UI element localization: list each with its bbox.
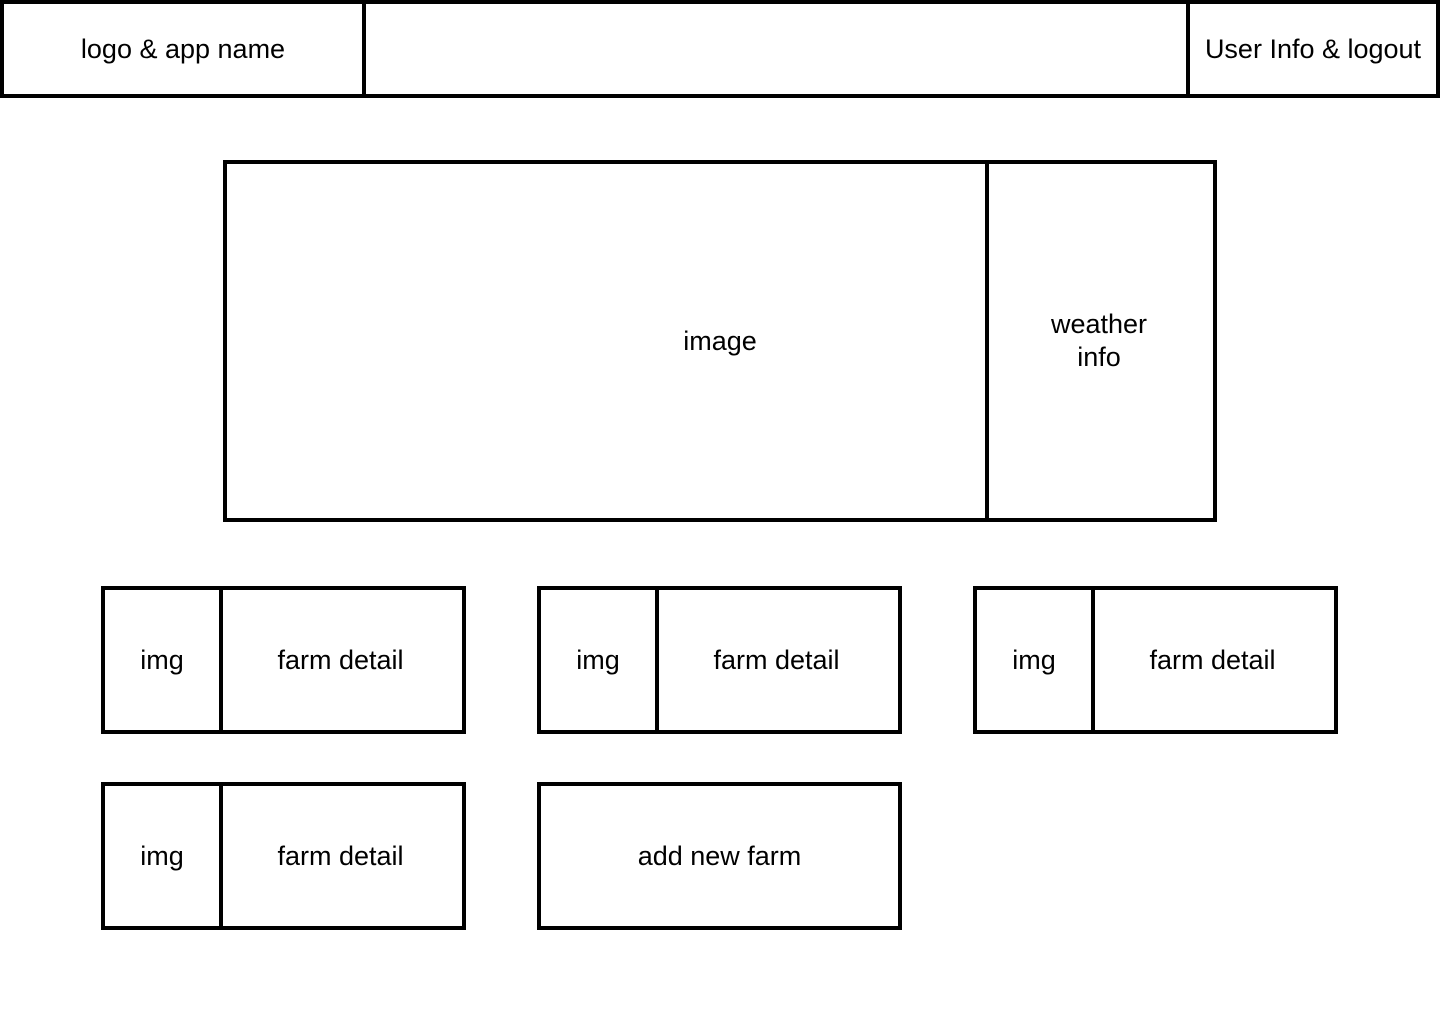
farm-card[interactable]: img farm detail (101, 782, 466, 930)
farm-card-detail: farm detail (219, 590, 462, 730)
farm-card-img: img (977, 590, 1095, 730)
header-center-area (362, 0, 1190, 98)
farm-card-img-label: img (140, 840, 184, 871)
farm-card-img-label: img (576, 644, 620, 675)
farm-card-detail-label: farm detail (1149, 644, 1276, 675)
hero-section: image weather info (223, 160, 1217, 522)
weather-info-label: weather info (1050, 309, 1148, 372)
hero-image-label: image (683, 325, 757, 356)
add-new-farm-label: add new farm (637, 840, 802, 871)
logo-app-name-label: logo & app name (80, 33, 286, 64)
farm-card-detail-label: farm detail (713, 644, 840, 675)
farm-card-img-label: img (1012, 644, 1056, 675)
farm-card[interactable]: img farm detail (537, 586, 902, 734)
farm-card-detail-label: farm detail (277, 644, 404, 675)
farm-card-detail: farm detail (219, 786, 462, 926)
user-info-logout-label: User Info & logout (1204, 33, 1422, 64)
logo-app-name[interactable]: logo & app name (0, 0, 366, 98)
weather-info: weather info (985, 164, 1213, 518)
user-info-logout[interactable]: User Info & logout (1186, 0, 1440, 98)
farm-card-img: img (105, 590, 223, 730)
farm-card-img-label: img (140, 644, 184, 675)
farm-card[interactable]: img farm detail (973, 586, 1338, 734)
add-new-farm-button[interactable]: add new farm (537, 782, 902, 930)
farm-card-detail-label: farm detail (277, 840, 404, 871)
farm-card-img: img (105, 786, 223, 926)
hero-image: image (227, 164, 989, 518)
farm-card[interactable]: img farm detail (101, 586, 466, 734)
farm-card-detail: farm detail (655, 590, 898, 730)
farm-card-detail: farm detail (1091, 590, 1334, 730)
farm-card-img: img (541, 590, 659, 730)
